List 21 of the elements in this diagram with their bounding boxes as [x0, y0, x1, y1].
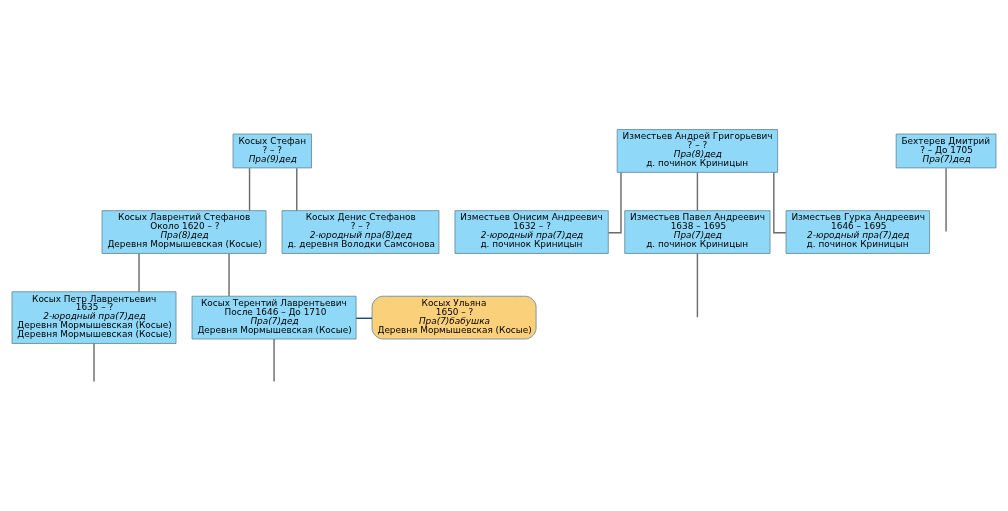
- connector: [138, 252, 140, 292]
- connector: [773, 171, 787, 233]
- node-box: Изместьев Андрей Григорьевич ? – ? Пра(8)дед д. починок Криницын: [616, 128, 779, 173]
- connector: [945, 166, 947, 232]
- node-box: Косых Ульяна 1650 – ? Пра(7)бабушка Деревня Мормышевская (Косые): [371, 295, 537, 339]
- node-box: Косых Лаврентий Стефанов Около 1620 – ? Пра(8)дед Деревня Мормышевская (Косые): [101, 209, 267, 254]
- node-box: Косых Терентий Лаврентьевич После 1646 – До 1710 Пра(7)дед Деревня Мормышевская (Косые): [191, 295, 357, 339]
- connector: [93, 342, 95, 382]
- node-box: Косых Денис Стефанов ? – ? 2-юродный пра(8)дед д. деревня Володки Самсонова: [281, 209, 440, 254]
- node-box: Косых Петр Лаврентьевич 1635 – ? 2-юродный пра(7)дед Деревня Мормышевская (Косые) Деревня Мормышевская (Косые): [11, 290, 177, 344]
- node-box: Изместьев Гурка Андреевич 1646 – 1695 2-юродный пра(7)дед д. починок Криницын: [785, 209, 931, 254]
- node-box: Косых Стефан ? – ? Пра(9)дед: [232, 133, 312, 168]
- connector: [696, 252, 699, 318]
- node-box: Изместьев Павел Андреевич 1638 – 1695 Пра(7)дед д. починок Криницын: [624, 209, 771, 254]
- connector: [248, 166, 251, 211]
- connector: [273, 337, 275, 382]
- connector: [696, 171, 699, 211]
- connector: [228, 252, 230, 297]
- node-box: Бехтерев Дмитрий ? – До 1705 Пра(7)дед: [895, 133, 997, 168]
- node-box: Изместьев Онисим Андреевич 1632 – ? 2-юродный пра(7)дед д. починок Криницын: [454, 209, 609, 254]
- connector: [296, 166, 298, 211]
